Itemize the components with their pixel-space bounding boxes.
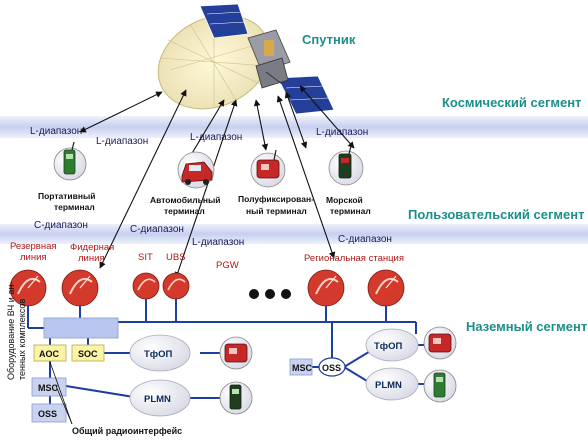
band-label-2: L-диапазон (96, 136, 148, 147)
fixed-phone-icon-left (219, 336, 253, 370)
terminal-label-portable-2: терминал (54, 202, 95, 212)
terminal-label-car-1: Автомобильный (150, 195, 220, 205)
feeder-line-label-1: Фидерная (70, 242, 114, 253)
oss-label-right: OSS (322, 363, 341, 373)
space-segment-label: Космический сегмент (442, 95, 581, 110)
band-label-6: С-диапазон (130, 224, 184, 235)
satellite-icon (157, 3, 335, 115)
terminal-label-marine-2: терминал (330, 206, 371, 216)
pstn-node-left (129, 334, 191, 372)
plmn-label-right: PLMN (375, 380, 402, 391)
oss-box-left (31, 403, 67, 423)
regional-dish-icon-2 (367, 269, 405, 307)
semi-fixed-terminal-icon (250, 149, 286, 188)
soc-label: SOC (78, 349, 98, 359)
aoc-box (33, 344, 67, 362)
sit-label: SIT (138, 252, 153, 263)
pgw-label: PGW (216, 260, 239, 271)
oss-label-left: OSS (38, 409, 57, 419)
rf-equipment-box (43, 317, 119, 339)
band-label-4: L-диапазон (316, 127, 368, 138)
msc-label-right: MSC (292, 363, 313, 373)
terminal-label-portable-1: Портативный (38, 191, 96, 201)
pstn-label-right: ТфОП (374, 341, 403, 352)
oss-node-right (318, 357, 346, 377)
reserve-line-label-1: Резервная (10, 241, 57, 252)
ubs-dish-icon (162, 272, 190, 300)
user-segment-band (0, 224, 588, 244)
feeder-dish-icon (61, 269, 99, 307)
ubs-label: UBS (166, 252, 186, 263)
terminal-label-semifixed-2: ный терминал (246, 206, 307, 216)
space-segment-band (0, 116, 588, 138)
msc-label-left: MSC (38, 383, 59, 393)
reserve-line-label-2: линия (20, 252, 47, 263)
band-label-8: С-диапазон (338, 234, 392, 245)
plmn-node-right (365, 367, 419, 401)
rf-equipment-label-1: Оборудование ВЧ и ан- (6, 282, 16, 380)
band-label-1: L-диапазон (30, 126, 82, 137)
regional-dish-icon-1 (307, 269, 345, 307)
network-lines (27, 299, 424, 404)
portable-terminal-icon (53, 141, 87, 181)
rf-equipment-label-2: тенных комплексов (17, 299, 27, 380)
terminal-label-semifixed-1: Полуфиксирован- (238, 194, 314, 204)
reserve-dish-icon (9, 269, 47, 307)
marine-terminal-icon (328, 145, 364, 186)
fixed-phone-icon-right (423, 326, 457, 360)
plmn-label-left: PLMN (144, 394, 171, 405)
mobile-phone-icon-right (423, 369, 457, 403)
band-label-5: С-диапазон (34, 220, 88, 231)
band-label-3: L-диапазон (190, 132, 242, 143)
soc-box (71, 344, 105, 362)
user-segment-label: Пользовательский сегмент (408, 207, 584, 222)
pstn-label-left: ТфОП (144, 349, 173, 360)
ground-segment-label: Наземный сегмент (466, 319, 587, 334)
ellipsis-icon (249, 289, 291, 299)
plmn-node-left (129, 379, 191, 417)
satellite-label: Спутник (302, 32, 356, 47)
car-terminal-icon (177, 151, 215, 189)
radio-links (79, 85, 355, 279)
band-label-7: L-диапазон (192, 237, 244, 248)
aoc-label: AOC (39, 349, 60, 359)
msc-box-right (289, 358, 313, 376)
terminal-label-marine-1: Морской (326, 195, 363, 205)
sit-dish-icon (132, 272, 160, 300)
regional-station-label: Региональная станция (304, 253, 404, 264)
feeder-line-label-2: линия (78, 253, 105, 264)
mobile-phone-icon-left (219, 381, 253, 415)
terminal-label-car-2: терминал (164, 206, 205, 216)
radio-interface-label: Общий радиоинтерфейс (72, 426, 182, 436)
pstn-node-right (365, 328, 419, 362)
